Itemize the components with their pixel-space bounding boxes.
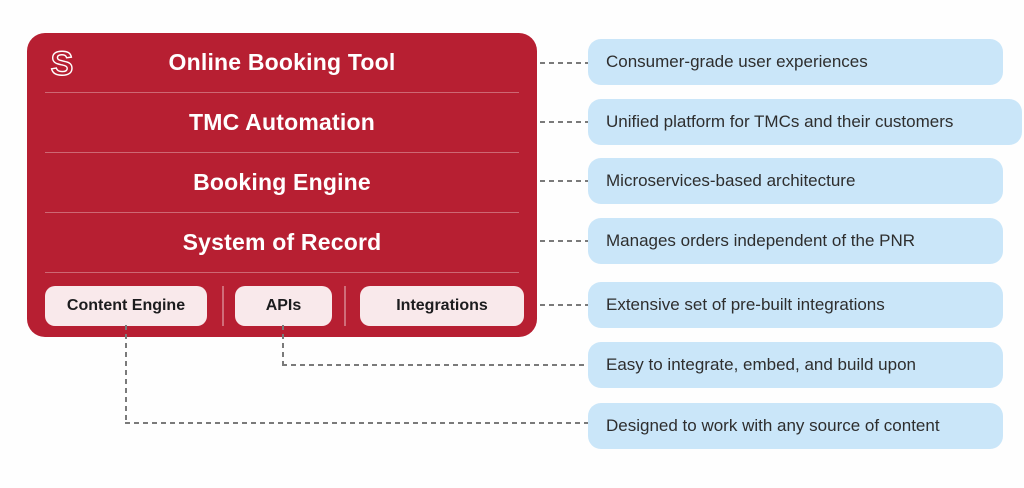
layer-separator [45, 272, 519, 273]
callout-any-source-of-content: Designed to work with any source of cont… [588, 403, 1003, 449]
connector-content-engine-vertical [125, 325, 127, 423]
callout-manages-orders: Manages orders independent of the PNR [588, 218, 1003, 264]
callout-text: Extensive set of pre-built integrations [606, 295, 885, 314]
callout-prebuilt-integrations: Extensive set of pre-built integrations [588, 282, 1003, 328]
callout-text: Easy to integrate, embed, and build upon [606, 355, 916, 374]
layer-separator [45, 92, 519, 93]
layer-label: TMC Automation [189, 109, 375, 135]
connector-online-booking-tool [540, 62, 588, 64]
pill-divider [344, 286, 346, 326]
callout-text: Manages orders independent of the PNR [606, 231, 916, 250]
svg-text:S: S [51, 45, 74, 83]
callout-text: Consumer-grade user experiences [606, 52, 868, 71]
layer-separator [45, 152, 519, 153]
layer-label: Booking Engine [193, 169, 371, 195]
layer-separator [45, 212, 519, 213]
connector-tmc-automation [540, 121, 588, 123]
callout-unified-platform: Unified platform for TMCs and their cust… [588, 99, 1022, 145]
spotnana-logo-icon: S [50, 44, 74, 83]
connector-apis-vertical [282, 325, 284, 365]
connector-apis-horizontal [282, 364, 588, 366]
layer-online-booking-tool: Online Booking Tool [27, 33, 537, 92]
layer-label: Online Booking Tool [168, 49, 396, 75]
connector-content-engine-horizontal [125, 422, 588, 424]
connector-integrations [540, 304, 588, 306]
pill-integrations: Integrations [360, 286, 524, 326]
pill-divider [222, 286, 224, 326]
connector-booking-engine [540, 180, 588, 182]
connector-system-of-record [540, 240, 588, 242]
layer-tmc-automation: TMC Automation [27, 93, 537, 152]
platform-stack-panel: S Online Booking Tool TMC Automation Boo… [27, 33, 537, 337]
pill-label: Integrations [396, 297, 488, 314]
layer-booking-engine: Booking Engine [27, 153, 537, 212]
pill-label: APIs [265, 297, 302, 314]
callout-text: Microservices-based architecture [606, 171, 856, 190]
pill-label: Content Engine [66, 297, 186, 314]
callout-microservices: Microservices-based architecture [588, 158, 1003, 204]
callout-consumer-grade: Consumer-grade user experiences [588, 39, 1003, 85]
callout-text: Unified platform for TMCs and their cust… [606, 112, 954, 131]
spotnana-logo-icon: S [40, 42, 84, 86]
layer-label: System of Record [182, 229, 382, 255]
callout-easy-to-integrate: Easy to integrate, embed, and build upon [588, 342, 1003, 388]
layer-system-of-record: System of Record [27, 213, 537, 272]
pill-content-engine: Content Engine [45, 286, 207, 326]
module-pills-row: Content Engine APIs Integrations [27, 273, 537, 337]
callout-text: Designed to work with any source of cont… [606, 416, 940, 435]
pill-apis: APIs [235, 286, 332, 326]
